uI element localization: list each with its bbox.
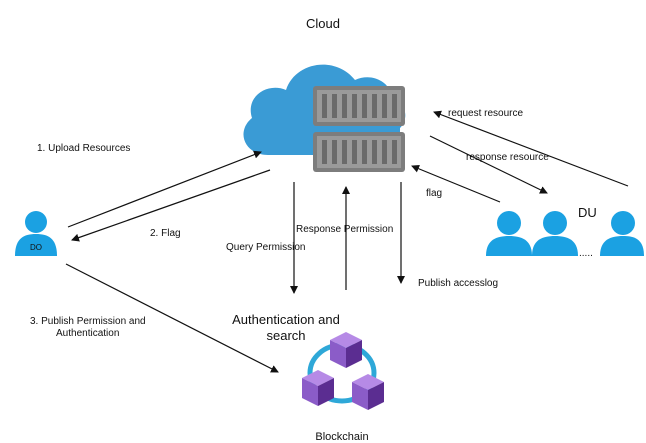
do-person-icon: DO — [15, 211, 57, 256]
blockchain-icon — [302, 332, 384, 410]
label-publish-accesslog: Publish accesslog — [418, 278, 498, 289]
edge-response-resource — [429, 135, 548, 194]
label-request-resource: request resource — [448, 108, 523, 119]
server-icon — [313, 86, 405, 172]
label-flag-do: 2. Flag — [150, 228, 181, 239]
auth-label-line1: Authentication and — [232, 312, 340, 327]
blockchain-label: Blockchain — [315, 431, 368, 443]
label-query-permission: Query Permission — [226, 242, 305, 253]
edge-flag-to-do — [71, 169, 271, 242]
du-ellipsis: ..... — [579, 248, 593, 259]
do-label: DO — [30, 243, 42, 252]
auth-label-line2: search — [266, 328, 305, 343]
edge-request-resource — [433, 110, 629, 187]
du-person-icon-3 — [600, 211, 644, 256]
du-person-icon-1 — [486, 211, 532, 256]
label-flag-du: flag — [426, 188, 442, 199]
edge-flag-from-du — [411, 164, 501, 203]
edge-upload-resources — [67, 150, 262, 228]
du-person-icon-2 — [532, 211, 578, 256]
edges — [65, 110, 629, 373]
du-label: DU — [578, 205, 597, 220]
label-response-permission: Response Permission — [296, 224, 393, 235]
label-upload-resources: 1. Upload Resources — [37, 143, 130, 154]
cloud-server-icon — [243, 64, 406, 172]
label-response-resource: response resource — [466, 152, 549, 163]
cloud-title: Cloud — [306, 16, 340, 31]
edge-publish-permission — [65, 263, 279, 373]
label-publish-line2: Authentication — [56, 328, 119, 339]
label-publish-line1: 3. Publish Permission and — [30, 316, 146, 327]
